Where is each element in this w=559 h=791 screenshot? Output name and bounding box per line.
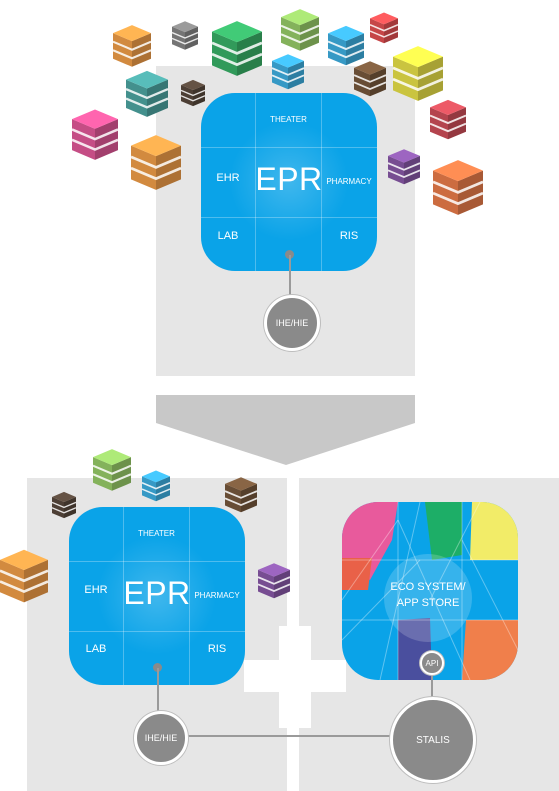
app-store-label-2: APP STORE	[396, 597, 460, 609]
database-stack-icon	[327, 25, 365, 66]
bottom-ris-label: RIS	[207, 643, 227, 655]
top-pharmacy-label: PHARMACY	[326, 177, 372, 186]
database-stack-icon	[369, 12, 399, 44]
database-stack-icon	[432, 160, 484, 215]
app-store-label-1: ECO SYSTEM/	[390, 581, 466, 593]
api-node: API	[420, 651, 444, 675]
database-stack-icon	[112, 25, 152, 67]
bottom-theater-label: THEATER	[138, 529, 175, 538]
api-connector-line	[431, 674, 433, 702]
ihe-stalis-connector	[184, 735, 394, 737]
top-ihe-hie-node: IHE/HIE	[264, 295, 320, 351]
bottom-pharmacy-label: PHARMACY	[194, 591, 240, 600]
stalis-hub-node: STALIS	[390, 697, 476, 783]
top-epr-title: EPR	[255, 161, 323, 197]
top-ehr-label: EHR	[216, 172, 240, 184]
database-stack-icon	[280, 9, 320, 51]
database-stack-icon	[429, 99, 467, 140]
bottom-connector-dot	[153, 663, 162, 672]
bottom-epr-block: THEATER EHR EPR PHARMACY LAB RIS	[69, 507, 245, 685]
database-stack-icon	[71, 109, 119, 160]
bottom-ehr-label: EHR	[84, 584, 108, 596]
database-stack-icon	[171, 21, 199, 50]
top-lab-label: LAB	[217, 230, 239, 242]
bottom-lab-label: LAB	[85, 643, 107, 655]
top-ris-label: RIS	[339, 230, 359, 242]
top-theater-label: THEATER	[270, 115, 307, 124]
top-connector-dot	[285, 250, 294, 259]
bottom-ihe-hie-node: IHE/HIE	[134, 711, 188, 765]
top-connector-line	[289, 255, 291, 299]
bottom-epr-title: EPR	[123, 575, 191, 611]
top-epr-block: THEATER EHR EPR PHARMACY LAB RIS	[201, 93, 377, 271]
bottom-connector-line	[157, 668, 159, 718]
